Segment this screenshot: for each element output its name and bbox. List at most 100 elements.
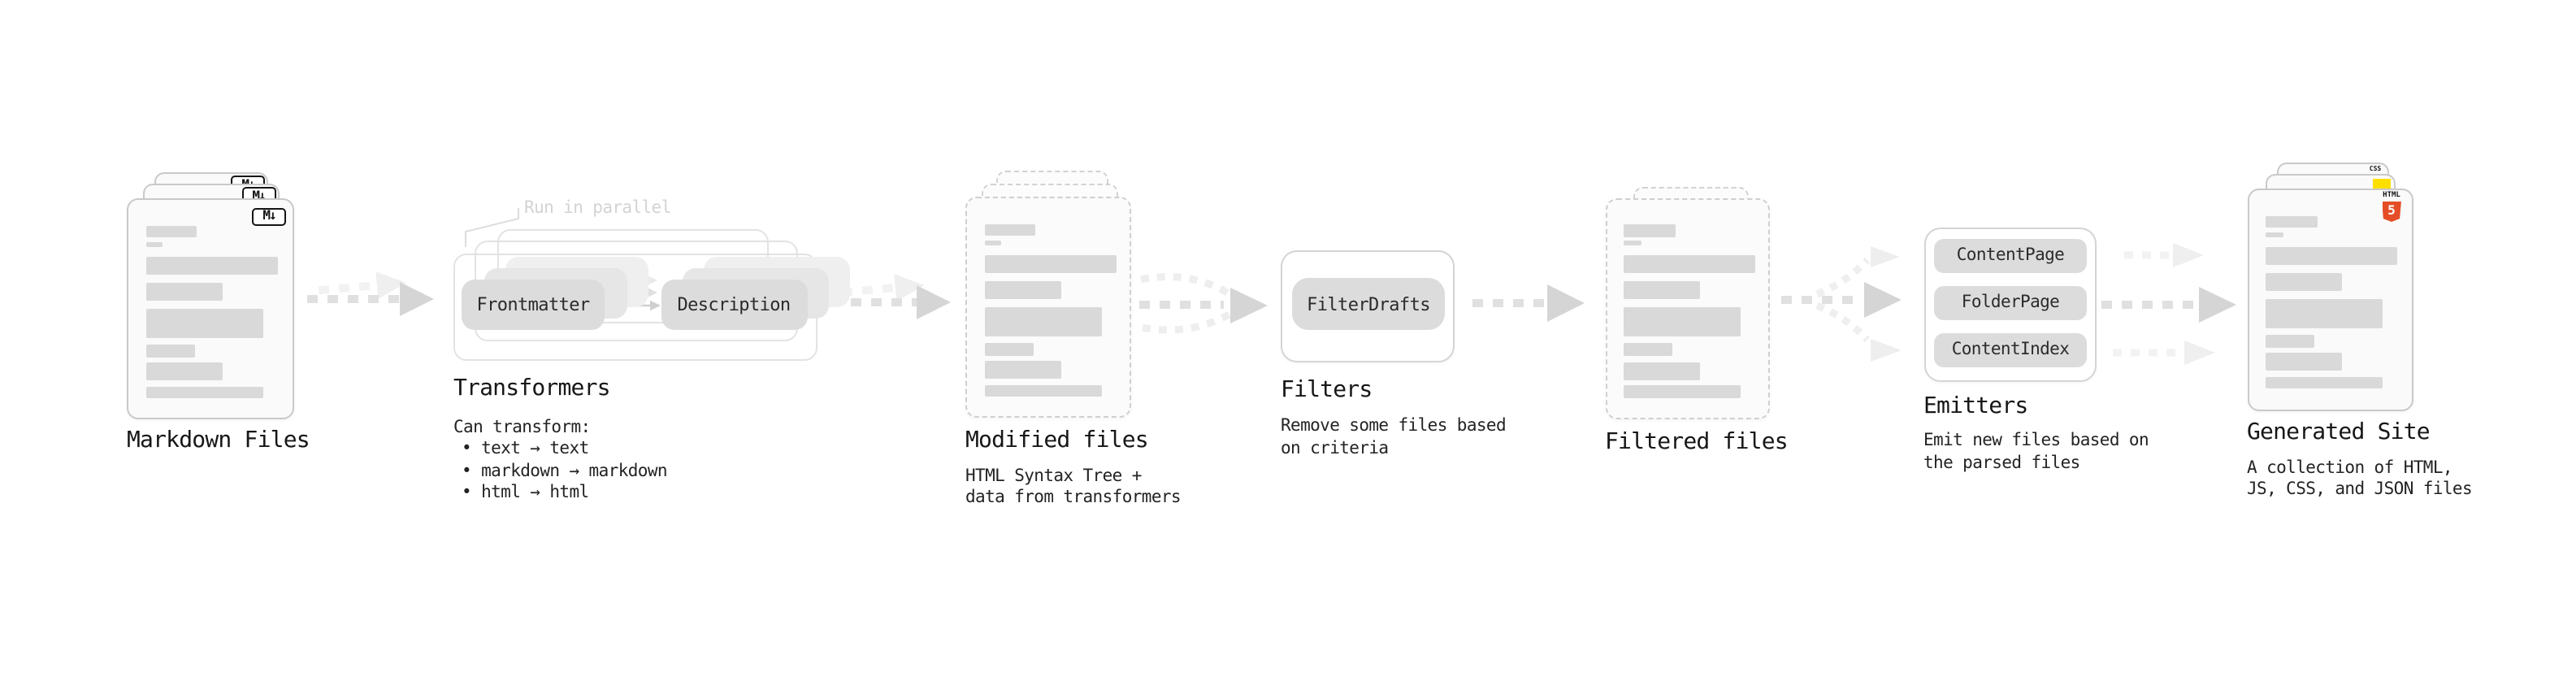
skeleton-bar [2266, 215, 2317, 228]
generated-site-desc-line2: JS, CSS, and JSON files [2247, 479, 2473, 499]
file-content-skeleton [145, 225, 279, 405]
flow-arrow-2-ghost [841, 274, 925, 302]
html5-icon-shield: 5 [2382, 201, 2401, 222]
modified-file-card-front [965, 197, 1131, 418]
skeleton-bar [984, 384, 1101, 397]
split-head-top [1871, 246, 1900, 267]
skeleton-bar [1624, 255, 1755, 273]
skeleton-bar [1624, 307, 1741, 336]
skeleton-bar [145, 386, 262, 398]
flow-arrow-3-merge [1139, 272, 1268, 334]
flow-arrow-6-top [2124, 243, 2204, 267]
ghost-arrow-shaft [841, 284, 896, 297]
skeleton-bar [984, 280, 1060, 298]
flow-arrow-5-split [1781, 246, 1902, 362]
skeleton-bar [2266, 232, 2283, 236]
pill-arrow-head [648, 275, 657, 285]
markdown-files-title: Markdown Files [127, 427, 310, 453]
run-in-parallel-leader-line [465, 208, 519, 247]
split-curve-bottom [1815, 301, 1871, 343]
skeleton-bar [2266, 353, 2342, 371]
emitters-title: Emitters [1923, 393, 2028, 419]
arrow-head [1230, 288, 1268, 323]
skeleton-bar [1624, 343, 1672, 356]
arrow-head [2199, 287, 2236, 323]
flow-arrow-1 [307, 282, 434, 316]
ghost-arrow-head [2184, 340, 2215, 365]
skeleton-bar [145, 282, 222, 300]
ghost-arrow-head [2173, 243, 2204, 267]
file-content-skeleton [2266, 215, 2398, 396]
css-icon-label: CSS [2369, 164, 2382, 172]
emitters-desc-line1: Emit new files based on [1923, 431, 2149, 450]
ghost-arrow-shaft [318, 281, 378, 295]
flow-arrow-6-bottom [2113, 340, 2215, 365]
filters-title: Filters [1281, 376, 1373, 402]
arrow-head [1547, 284, 1585, 322]
skeleton-bar [1624, 385, 1741, 397]
flow-arrow-4 [1472, 284, 1585, 322]
filterdrafts-pill: FilterDrafts [1292, 278, 1445, 330]
merge-curve-bottom [1142, 306, 1241, 334]
skeleton-bar [145, 225, 197, 237]
file-content-skeleton [1624, 224, 1755, 404]
skeleton-bar [145, 256, 277, 274]
transformers-bullet-3: • html → html [462, 483, 589, 502]
skeleton-bar [2266, 334, 2314, 347]
emitters-desc-line2: the parsed files [1923, 453, 2080, 472]
skeleton-bar [984, 361, 1060, 379]
pill-arrow-head [650, 300, 661, 311]
arrow-head [400, 282, 434, 316]
html5-icon-number: 5 [2387, 203, 2396, 218]
arrow-head [917, 285, 951, 319]
skeleton-bar [2266, 272, 2342, 290]
contentindex-pill: ContentIndex [1934, 333, 2087, 367]
skeleton-bar [984, 342, 1033, 355]
skeleton-bar [984, 306, 1101, 336]
transformers-title: Transformers [453, 375, 611, 401]
flow-arrow-1-ghost [318, 271, 406, 299]
filters-desc-line1: Remove some files based [1281, 416, 1507, 436]
skeleton-bar [2266, 298, 2383, 327]
skeleton-bar [984, 254, 1116, 272]
javascript-icon [2372, 178, 2390, 189]
contentpage-pill: ContentPage [1934, 239, 2087, 272]
markdown-file-card-front [127, 198, 293, 419]
modified-files-title: Modified files [965, 427, 1149, 453]
folderpage-pill: FolderPage [1934, 286, 2087, 319]
transformers-desc-heading: Can transform: [453, 417, 591, 436]
pill-arrow-head [648, 288, 657, 297]
skeleton-bar [1624, 224, 1675, 236]
generated-site-desc-line1: A collection of HTML, [2247, 458, 2453, 477]
filtered-files-title: Filtered files [1605, 428, 1789, 454]
markdown-icon: M↓ [252, 207, 286, 225]
skeleton-bar [145, 308, 262, 337]
html5-icon-label: HTML [2383, 192, 2400, 200]
skeleton-bar [2266, 246, 2397, 264]
filtered-file-card-front [1605, 197, 1770, 419]
generated-site-title: Generated Site [2247, 419, 2431, 445]
arrow-head [1864, 282, 1902, 318]
skeleton-bar [1624, 281, 1700, 299]
description-pill: Description [661, 279, 807, 329]
frontmatter-pill: Frontmatter [462, 279, 605, 329]
split-curve-top [1815, 257, 1871, 298]
skeleton-bar [984, 223, 1035, 236]
merge-curve-top [1140, 272, 1241, 303]
run-in-parallel-annotation: Run in parallel [524, 197, 671, 217]
modified-files-desc-line2: data from transformers [965, 488, 1182, 507]
ghost-arrow-head [375, 271, 406, 299]
skeleton-bar [2266, 376, 2383, 388]
skeleton-bar [145, 362, 222, 380]
skeleton-bar [145, 241, 163, 246]
skeleton-bar [1624, 241, 1641, 245]
ghost-arrow-head [894, 274, 925, 302]
skeleton-bar [1624, 362, 1700, 380]
file-content-skeleton [984, 223, 1117, 403]
html5-icon: HTML 5 [2381, 192, 2402, 222]
flow-arrow-2 [830, 285, 951, 319]
skeleton-bar [145, 344, 194, 357]
transformers-bullet-2: • markdown → markdown [462, 461, 668, 480]
